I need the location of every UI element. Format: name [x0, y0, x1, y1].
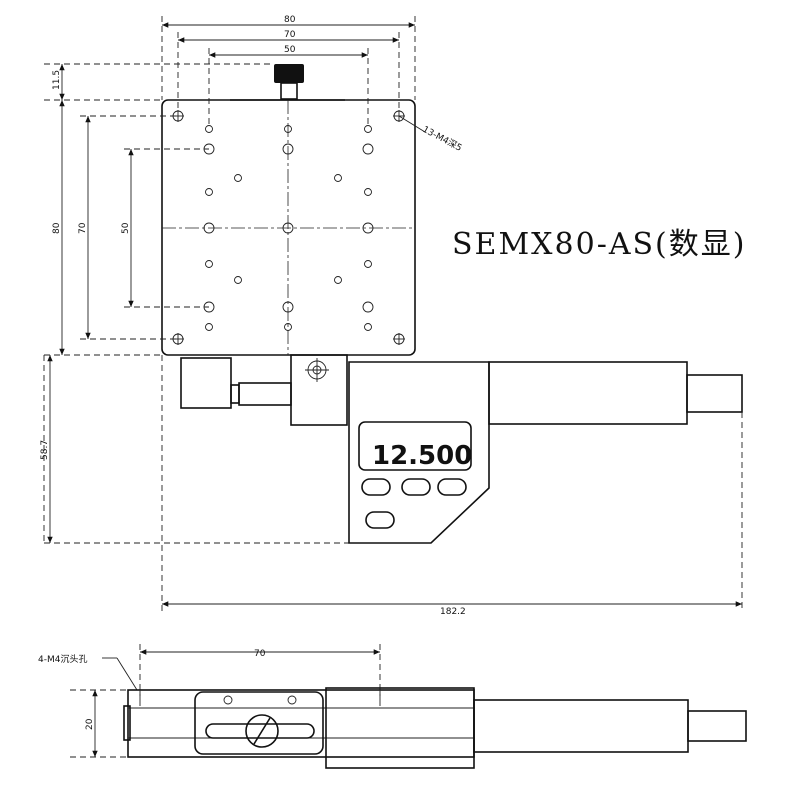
top-holes-note: 13-M4深5 [421, 124, 464, 154]
dim-left-height: 80 [52, 222, 62, 234]
length-dimension [161, 355, 743, 612]
dim-total-length: 182.2 [440, 607, 466, 617]
dim-knob-height: 11.5 [52, 70, 62, 90]
mounting-holes [172, 110, 405, 345]
adjust-knob [230, 64, 345, 101]
top-dimensions [161, 16, 416, 125]
top-view: 80 70 50 11.5 80 70 50 58.7 13-M4深5 [40, 15, 743, 617]
dim-top-hole-span: 70 [284, 30, 296, 40]
dim-left-inner-span: 50 [121, 222, 131, 234]
model-title: SEMX80-AS(数显) [452, 227, 746, 262]
left-dimensions [43, 63, 350, 544]
lcd-readout: 12.500 [372, 441, 472, 471]
dim-top-width: 80 [284, 15, 296, 25]
dim-side-height: 20 [85, 718, 95, 730]
dim-top-inner-span: 50 [284, 45, 296, 55]
side-view [70, 644, 747, 769]
dim-micrometer-drop: 58.7 [40, 440, 50, 460]
stage-plate [161, 99, 416, 356]
dim-left-hole-span: 70 [78, 222, 88, 234]
dim-side-hole-span: 70 [254, 649, 266, 659]
digital-micrometer [180, 354, 743, 544]
side-holes-note: 4-M4沉头孔 [38, 654, 87, 665]
